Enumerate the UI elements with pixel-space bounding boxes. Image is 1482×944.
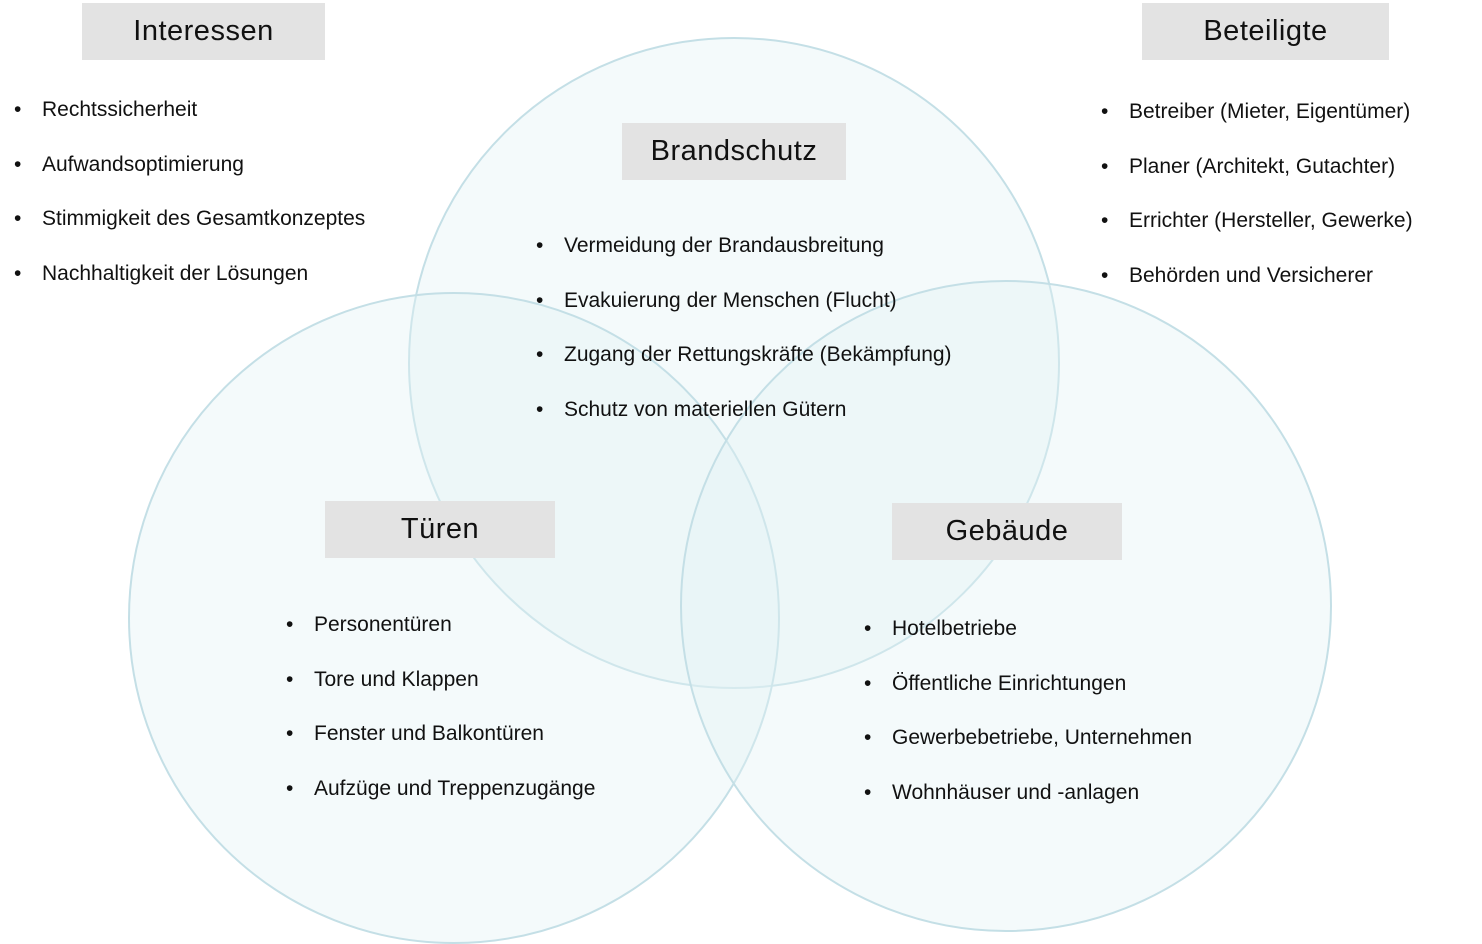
list-item: Nachhaltigkeit der Lösungen: [14, 262, 365, 317]
gebaeude-list: Hotelbetriebe Öffentliche Einrichtungen …: [864, 617, 1192, 835]
interessen-list: Rechtssicherheit Aufwandsoptimierung Sti…: [14, 98, 365, 316]
list-item: Stimmigkeit des Gesamtkonzeptes: [14, 207, 365, 262]
beteiligte-heading: Beteiligte: [1142, 3, 1389, 60]
list-item: Planer (Architekt, Gutachter): [1101, 155, 1413, 210]
list-item: Aufzüge und Treppenzugänge: [286, 777, 595, 832]
tueren-heading: Türen: [325, 501, 555, 558]
interessen-heading-text: Interessen: [133, 15, 274, 47]
gebaeude-heading: Gebäude: [892, 503, 1122, 560]
list-item: Schutz von materiellen Gütern: [536, 398, 952, 453]
list-item: Betreiber (Mieter, Eigentümer): [1101, 100, 1413, 155]
gebaeude-heading-text: Gebäude: [945, 515, 1069, 547]
list-item: Errichter (Hersteller, Gewerke): [1101, 209, 1413, 264]
tueren-list: Personentüren Tore und Klappen Fenster u…: [286, 613, 595, 831]
list-item: Vermeidung der Brandausbreitung: [536, 234, 952, 289]
list-item: Wohnhäuser und -anlagen: [864, 781, 1192, 836]
list-item: Zugang der Rettungskräfte (Bekämpfung): [536, 343, 952, 398]
beteiligte-heading-text: Beteiligte: [1203, 15, 1328, 47]
beteiligte-list: Betreiber (Mieter, Eigentümer) Planer (A…: [1101, 100, 1413, 318]
list-item: Rechtssicherheit: [14, 98, 365, 153]
brandschutz-list: Vermeidung der Brandausbreitung Evakuier…: [536, 234, 952, 452]
list-item: Personentüren: [286, 613, 595, 668]
list-item: Behörden und Versicherer: [1101, 264, 1413, 319]
list-item: Evakuierung der Menschen (Flucht): [536, 289, 952, 344]
brandschutz-heading-text: Brandschutz: [650, 135, 818, 167]
list-item: Aufwandsoptimierung: [14, 153, 365, 208]
list-item: Gewerbebetriebe, Unternehmen: [864, 726, 1192, 781]
interessen-heading: Interessen: [82, 3, 325, 60]
list-item: Tore und Klappen: [286, 668, 595, 723]
list-item: Hotelbetriebe: [864, 617, 1192, 672]
tueren-heading-text: Türen: [400, 513, 480, 545]
list-item: Öffentliche Einrichtungen: [864, 672, 1192, 727]
brandschutz-heading: Brandschutz: [622, 123, 846, 180]
list-item: Fenster und Balkontüren: [286, 722, 595, 777]
